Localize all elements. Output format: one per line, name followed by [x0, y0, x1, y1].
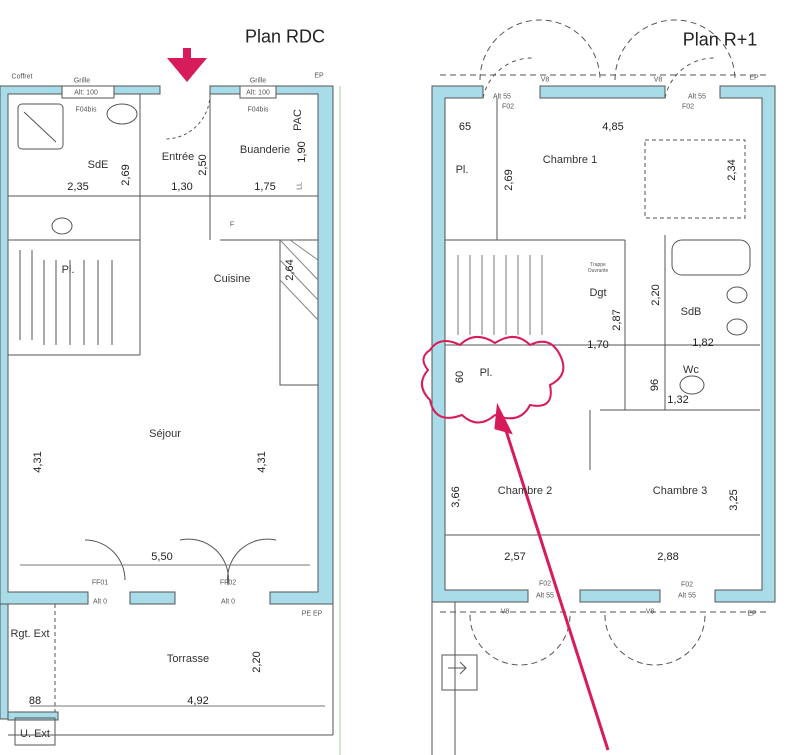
dimension: 1,30: [171, 181, 193, 193]
dimension: 2,87: [611, 309, 623, 331]
v8-label: V8: [645, 608, 655, 616]
room-terrasse: Torrasse: [166, 653, 210, 665]
window-alt: Alt 55: [536, 592, 554, 600]
dimension: 60: [454, 370, 466, 384]
window-label: F02: [501, 103, 515, 111]
room-chambre-3: Chambre 3: [652, 485, 708, 497]
v8-label: V8: [653, 76, 663, 84]
window-label: F04bis: [247, 106, 269, 114]
rdc-walls: [0, 85, 334, 721]
window-label: F02: [538, 580, 552, 588]
grille-label: Grille: [249, 77, 267, 85]
dimension: 2,20: [650, 284, 662, 306]
v8-label: V8: [540, 76, 550, 84]
window-label: F02: [681, 103, 695, 111]
dimension: 3,66: [450, 486, 462, 508]
dimension: 1,70: [587, 339, 609, 351]
r1-interior: [440, 19, 770, 691]
room-sdb: SdB: [680, 306, 702, 318]
dimension: 65: [458, 121, 472, 133]
revision-cloud: [421, 336, 565, 424]
dimension: 2,88: [657, 551, 679, 563]
door-alt: Alt 0: [220, 598, 236, 606]
dimension: 2,50: [197, 154, 209, 176]
dimension: 2,69: [503, 169, 515, 191]
window-alt: Alt 55: [688, 93, 706, 101]
room-entree: Entrée: [161, 151, 195, 163]
pe-ep-label: PE EP: [301, 610, 323, 618]
room-placard: Pl.: [61, 264, 75, 276]
room-rgt-ext: Rgt. Ext: [10, 628, 50, 640]
dimension: 4,31: [256, 451, 268, 473]
door-alt: Alt 0: [92, 598, 108, 606]
rdc-title: Plan RDC: [244, 26, 326, 47]
dimension: 2,35: [67, 181, 89, 193]
pac-label: PAC: [292, 109, 304, 131]
dimension: 2,69: [120, 164, 132, 186]
coffret-label: Coffret: [11, 73, 33, 81]
dimension: 4,31: [32, 451, 44, 473]
room-buanderie: Buanderie: [239, 144, 291, 156]
window-label: F02: [680, 581, 694, 589]
room-chambre-2: Chambre 2: [497, 485, 553, 497]
dimension: 5,50: [151, 551, 173, 563]
dimension: 2,64: [284, 259, 296, 281]
rdc-interior: [8, 93, 334, 746]
grille-label: Grille: [73, 77, 91, 85]
dimension: 2,34: [726, 159, 738, 181]
room-placard: Pl.: [455, 164, 469, 176]
room-wc: Wc: [683, 364, 699, 376]
room-chambre-1: Chambre 1: [542, 154, 598, 166]
room-sejour: Séjour: [149, 428, 181, 440]
dimension: 1,82: [692, 337, 714, 349]
dimension: 2,57: [504, 551, 526, 563]
dimension: 88: [28, 695, 42, 707]
v8-label: V8: [500, 608, 510, 616]
window-alt: Alt: 100: [74, 89, 98, 97]
window-alt: Alt: 100: [246, 89, 270, 97]
door-label: FF01: [91, 579, 109, 587]
room-dgt: Dgt: [589, 287, 607, 299]
window-alt: Alt 55: [493, 93, 511, 101]
ep-label: EP: [749, 74, 759, 82]
arrow-head-icon: [494, 402, 513, 435]
ll-label: LL: [296, 182, 304, 190]
window-alt: Alt 55: [678, 592, 696, 600]
annotations: [167, 48, 610, 755]
room-cuisine: Cuisine: [213, 273, 251, 285]
room-placard: Pl.: [479, 367, 493, 379]
f-label: F: [229, 221, 235, 229]
r1-title: Plan R+1: [682, 29, 758, 50]
dimension: 1,75: [254, 181, 276, 193]
ep-label: EP: [314, 72, 324, 80]
entrance-arrow-icon: [167, 58, 207, 82]
dimension: 4,85: [602, 121, 624, 133]
door-label: FF02: [219, 579, 237, 587]
room-sde: SdE: [87, 159, 109, 171]
dimension: 96: [649, 378, 661, 392]
dimension: 1,32: [667, 394, 689, 406]
dimension: 3,25: [728, 489, 740, 511]
dimension: 1,90: [296, 141, 308, 163]
trappe-label: Trappe Ouvrante: [587, 262, 609, 274]
r1-walls: [431, 85, 776, 755]
dimension: 4,92: [187, 695, 209, 707]
window-label: F04bis: [75, 106, 97, 114]
room-u-ext: U. Ext: [20, 728, 50, 740]
dimension: 2,20: [251, 651, 263, 673]
pointer-arrow: [500, 417, 610, 751]
ep-label: EP: [747, 610, 757, 618]
